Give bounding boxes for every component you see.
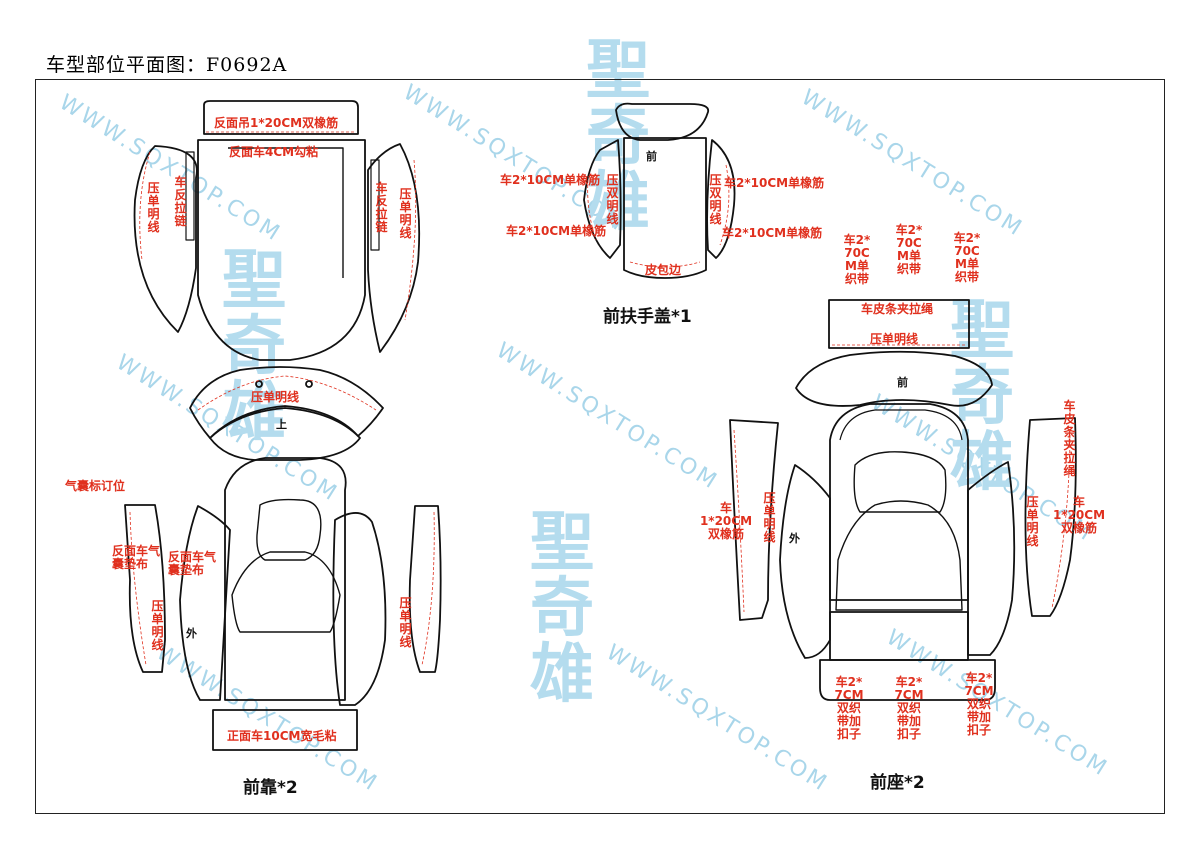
airbag-left-label: 反面车气囊垫布 bbox=[112, 544, 161, 571]
seat-band-label-1: 车2*70CM单织带 bbox=[843, 233, 871, 286]
back-right-zip-label: 车反拉链 bbox=[375, 181, 388, 234]
back-right-side bbox=[367, 143, 421, 353]
page-title: 车型部位平面图：F0692A bbox=[46, 54, 288, 76]
armrest-top-cap bbox=[615, 102, 710, 141]
back-lower-left-side bbox=[124, 504, 166, 673]
back-lower-main bbox=[224, 457, 347, 701]
watermark-logo: 聖奇雄 bbox=[530, 505, 594, 712]
armrest-left-label-1: 车2*10CM单橡筋 bbox=[500, 173, 601, 187]
back-main-panel bbox=[197, 139, 366, 361]
armrest-front-mark: 前 bbox=[646, 150, 657, 163]
back-lower-left-label: 压单明线 bbox=[151, 599, 164, 652]
back-top-strip bbox=[203, 100, 359, 135]
watermark-logo: 聖奇雄 bbox=[222, 243, 286, 450]
seat-front-panel bbox=[795, 350, 993, 407]
seat-left-elastic-label: 车1*20CM双橡筋 bbox=[699, 501, 753, 541]
back-bottom-label: 正面车10CM宽毛粘 bbox=[227, 729, 337, 743]
armrest-right-label-1: 车2*10CM单橡筋 bbox=[724, 176, 825, 190]
armrest-left-side-label: 压双明线 bbox=[606, 173, 619, 226]
seat-front-mark: 前 bbox=[897, 376, 908, 389]
armrest-left-label-2: 车2*10CM单橡筋 bbox=[506, 224, 607, 238]
back-left-side bbox=[133, 145, 198, 333]
seat-out-mark: 外 bbox=[789, 532, 800, 545]
seat-inner-upper bbox=[853, 451, 947, 513]
seat-band-label-2: 车2*70CM单织带 bbox=[895, 223, 923, 276]
drawing-frame bbox=[35, 79, 1165, 814]
armrest-main bbox=[623, 137, 707, 279]
seat-band-label-3: 车2*70CM单织带 bbox=[953, 231, 981, 284]
seat-inner-lower bbox=[835, 500, 963, 611]
seat-main-inner bbox=[839, 409, 963, 441]
seat-bottom-strip bbox=[819, 659, 996, 701]
back-lower-left-pad bbox=[179, 505, 231, 701]
seat-top-strip-label: 车皮条夹拉绳 bbox=[861, 302, 934, 316]
armrest-right-side-label: 压双明线 bbox=[709, 173, 722, 226]
back-right-zip-strip bbox=[370, 159, 380, 251]
airbag-right-label: 反面车气囊垫布 bbox=[168, 550, 217, 577]
airbag-mark-label: 气囊标订位 bbox=[65, 479, 126, 493]
back-lower-right-side bbox=[408, 505, 442, 673]
seat-right-elastic-label: 车1*20CM双橡筋 bbox=[1052, 495, 1106, 535]
back-lower-inner-lower bbox=[231, 551, 341, 633]
back-left-zip-label: 车反拉链 bbox=[174, 175, 187, 228]
seat-main-panel bbox=[829, 403, 969, 601]
back-bottom-strip bbox=[212, 709, 358, 751]
armrest-left-side bbox=[583, 139, 622, 259]
seat-left-pad bbox=[779, 464, 831, 659]
back-top-strip-label: 反面吊1*20CM双橡筋 bbox=[214, 116, 339, 130]
back-out-mark: 外 bbox=[186, 627, 197, 640]
back-up-mark: 上 bbox=[276, 418, 287, 431]
back-left-side-label: 压单明线 bbox=[147, 181, 160, 234]
seat-top-line-label: 压单明线 bbox=[870, 332, 919, 346]
seat-buckle-label-3: 车2*7CM双织带加扣子 bbox=[964, 671, 994, 737]
seat-right-pad bbox=[967, 461, 1016, 656]
armrest-right-label-2: 车2*10CM单橡筋 bbox=[722, 226, 823, 240]
back-left-zip-strip bbox=[185, 151, 195, 241]
back-lower-right-label: 压单明线 bbox=[399, 596, 412, 649]
back-lower-right-pad bbox=[332, 512, 387, 706]
back-top-hook-label: 反面车4CM勾粘 bbox=[229, 145, 319, 159]
armrest-bottom-label: 皮包边 bbox=[645, 263, 682, 277]
front-back-caption: 前靠*2 bbox=[243, 778, 298, 798]
watermark-logo: 聖奇雄 bbox=[950, 293, 1014, 500]
back-band-label: 压单明线 bbox=[251, 390, 300, 404]
seat-left-side bbox=[729, 419, 779, 621]
seat-left-side-label: 压单明线 bbox=[763, 491, 776, 544]
back-inner-line bbox=[228, 147, 344, 278]
front-seat-caption: 前座*2 bbox=[870, 773, 925, 793]
back-lower-upper bbox=[209, 407, 361, 461]
armrest-caption: 前扶手盖*1 bbox=[603, 307, 692, 327]
seat-lower-band bbox=[829, 611, 969, 661]
back-lower-inner-upper bbox=[256, 498, 322, 561]
seat-right-side bbox=[1024, 417, 1077, 617]
seat-buckle-label-2: 车2*7CM双织带加扣子 bbox=[894, 675, 924, 741]
back-right-side-label: 压单明线 bbox=[399, 187, 412, 240]
seat-right-side-label: 压单明线 bbox=[1026, 495, 1039, 548]
seat-right-rope-label: 车皮条夹拉绳 bbox=[1063, 399, 1076, 478]
seat-buckle-label-1: 车2*7CM双织带加扣子 bbox=[834, 675, 864, 741]
watermark-logo: 聖奇雄 bbox=[586, 33, 650, 240]
seat-top-strip bbox=[828, 299, 970, 349]
armrest-right-side bbox=[706, 139, 736, 259]
